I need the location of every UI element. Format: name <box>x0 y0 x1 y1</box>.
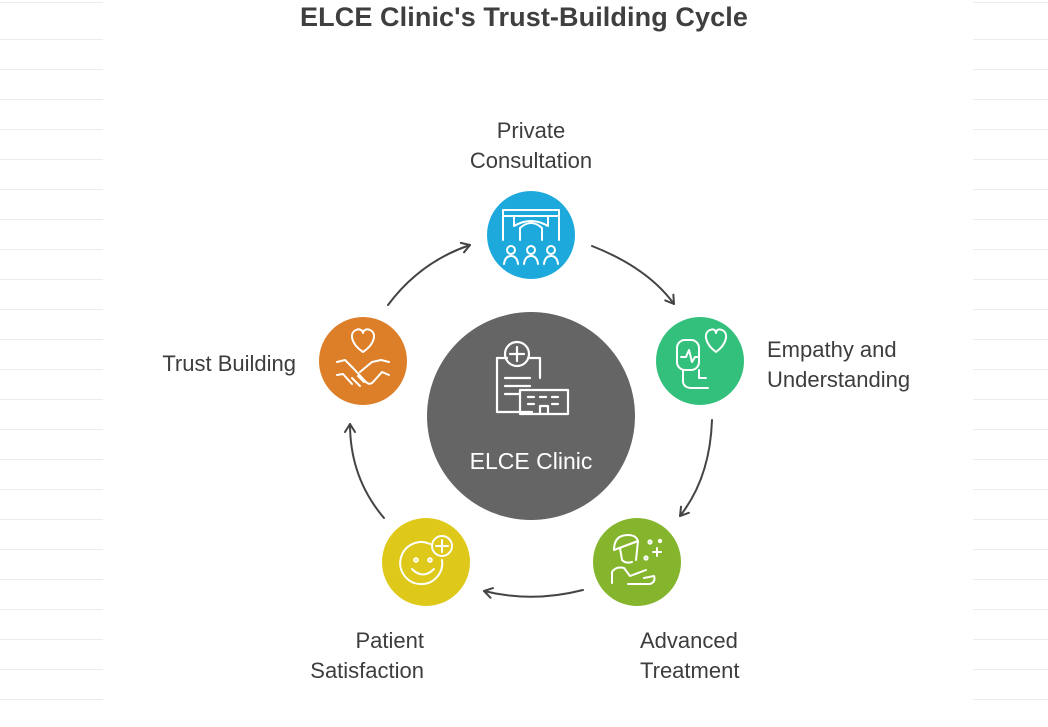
node-empathy-and-understanding <box>656 317 744 405</box>
label-line: Private <box>496 118 566 143</box>
label-line: Understanding <box>767 367 911 392</box>
smiley-plus-icon <box>399 535 453 586</box>
node-circle <box>487 191 575 279</box>
page-title: ELCE Clinic's Trust-Building Cycle <box>300 2 748 32</box>
label-line: Advanced <box>640 628 738 653</box>
cycle-arrows <box>344 241 713 599</box>
label-line: Satisfaction <box>310 658 424 683</box>
center-circle <box>427 312 635 520</box>
handshake-heart-icon <box>336 328 390 387</box>
arrow-trust-to-consultation <box>387 241 471 306</box>
label-line: Patient <box>355 628 425 653</box>
clinic-building-icon <box>495 340 570 416</box>
node-circle <box>319 317 407 405</box>
node-patient-satisfaction <box>382 518 470 606</box>
consultation-room-icon <box>502 209 560 265</box>
label-patient-satisfaction: Patient Satisfaction <box>224 626 424 686</box>
arrow-satisfaction-to-trust <box>344 423 385 519</box>
label-line: Treatment <box>640 658 740 683</box>
label-advanced-treatment: Advanced Treatment <box>640 626 739 686</box>
treatment-doctor-icon <box>611 534 663 585</box>
node-circle <box>382 518 470 606</box>
node-circle <box>593 518 681 606</box>
label-line: Consultation <box>469 148 593 173</box>
center-label: ELCE Clinic <box>470 448 593 474</box>
arrow-empathy-to-treatment <box>679 419 713 517</box>
label-line: Trust Building <box>162 351 296 376</box>
empathy-heart-icon <box>676 328 728 389</box>
arrow-consultation-to-empathy <box>591 245 675 305</box>
node-private-consultation <box>487 191 575 279</box>
label-empathy-and-understanding: Empathy and Understanding <box>767 335 910 395</box>
label-private-consultation: Private Consultation <box>431 116 631 176</box>
arrow-treatment-to-satisfaction <box>483 587 584 599</box>
center-hub: ELCE Clinic <box>427 312 635 520</box>
node-advanced-treatment <box>593 518 681 606</box>
node-trust-building <box>319 317 407 405</box>
label-line: Empathy and <box>767 337 897 362</box>
label-trust-building: Trust Building <box>96 349 296 379</box>
